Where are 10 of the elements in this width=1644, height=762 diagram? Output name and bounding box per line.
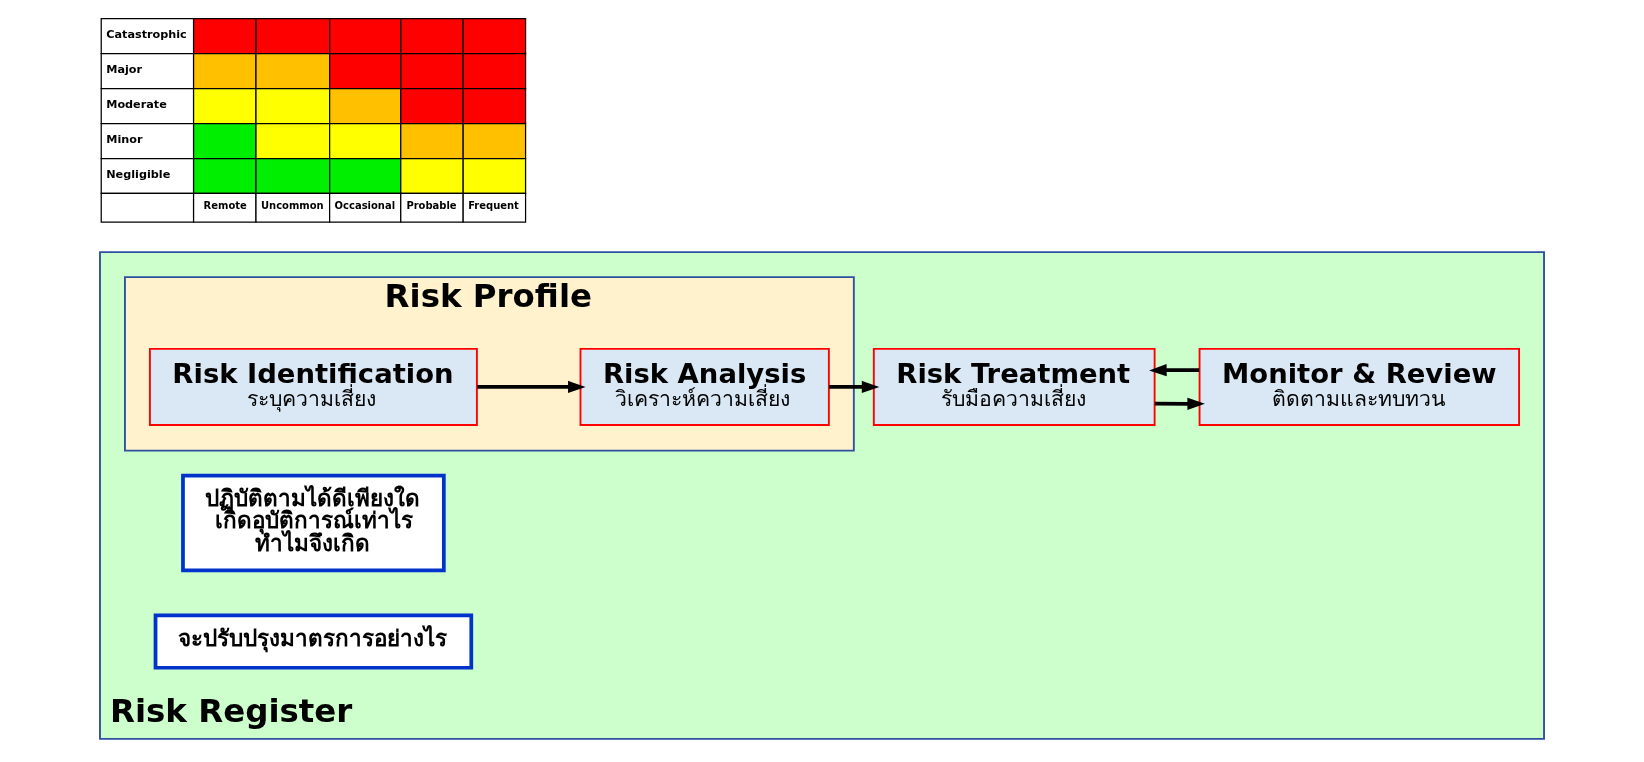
label: Uncommon (260, 199, 324, 211)
label: Minor (106, 132, 143, 146)
label: Moderate (106, 97, 167, 111)
label: Probable (406, 199, 457, 211)
label: Major (106, 62, 143, 76)
label: Catastrophic (106, 27, 187, 41)
label: Occasional (334, 199, 396, 211)
label: Negligible (106, 167, 171, 181)
label: Remote (203, 199, 247, 211)
label: Frequent (468, 199, 519, 211)
